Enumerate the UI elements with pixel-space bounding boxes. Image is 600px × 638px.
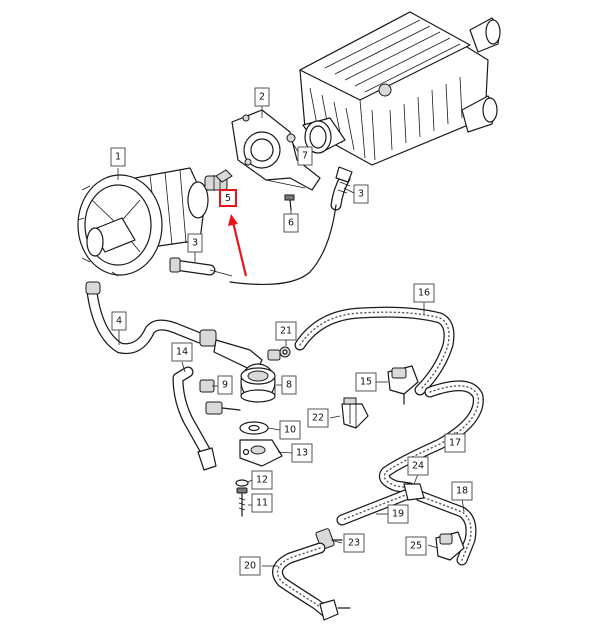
highlight-box: [219, 189, 237, 207]
label-2: 2: [259, 92, 265, 103]
label-6-box: 6: [283, 213, 299, 233]
pipe-14: [172, 366, 241, 471]
valve-25: [435, 531, 465, 561]
label-19: 19: [392, 509, 404, 520]
label-17-box: 17: [444, 433, 466, 453]
label-11: 11: [256, 498, 268, 509]
label-20-box: 20: [239, 556, 261, 576]
label-14: 14: [176, 347, 188, 358]
hose-4: [85, 281, 217, 355]
label-3a-box: 3: [353, 184, 369, 204]
pipe-connection: [229, 204, 337, 286]
label-16: 16: [418, 288, 430, 299]
valve-15: [387, 365, 419, 405]
air-filter-housing: [299, 11, 501, 166]
label-15-box: 15: [355, 372, 377, 392]
label-8-box: 8: [281, 375, 297, 395]
hose-17: [378, 380, 484, 494]
hose-3-lower: [169, 257, 233, 277]
label-18: 18: [456, 486, 468, 497]
label-1-box: 1: [110, 147, 126, 167]
connector-5: [215, 169, 233, 183]
label-4-box: 4: [111, 311, 127, 331]
label-3-upper: 3: [358, 189, 364, 200]
hose-18: [414, 490, 477, 566]
label-24: 24: [412, 461, 424, 472]
secondary-air-pump: [77, 167, 228, 277]
label-21-box: 21: [275, 321, 297, 341]
hose-3-upper: [330, 166, 353, 211]
label-11-box: 11: [251, 493, 273, 513]
label-23: 23: [348, 538, 360, 549]
label-10-box: 10: [279, 420, 301, 440]
label-23-box: 23: [343, 533, 365, 553]
label-19-box: 19: [387, 504, 409, 524]
label-12-box: 12: [251, 470, 273, 490]
label-24-box: 24: [407, 456, 429, 476]
washer-12: [235, 479, 249, 487]
mounting-bracket: [231, 109, 321, 191]
label-16-box: 16: [413, 283, 435, 303]
label-25-box: 25: [405, 536, 427, 556]
hose-20: [272, 542, 351, 621]
clip-22: [341, 397, 369, 429]
label-8: 8: [286, 380, 292, 391]
label-7-box: 7: [297, 146, 313, 166]
label-5: 5: [225, 193, 231, 204]
bolt-11: [236, 487, 248, 517]
label-9: 9: [222, 380, 228, 391]
label-18-box: 18: [451, 481, 473, 501]
label-25: 25: [410, 541, 422, 552]
label-10: 10: [284, 425, 296, 436]
label-2-box: 2: [254, 87, 270, 107]
label-20: 20: [244, 561, 256, 572]
label-3b-box: 3: [187, 233, 203, 253]
label-12: 12: [256, 475, 268, 486]
gasket-10: [239, 421, 269, 435]
screw-6: [284, 194, 295, 211]
label-3-lower: 3: [192, 238, 198, 249]
label-22: 22: [312, 413, 324, 424]
combination-valve: [213, 339, 281, 403]
nut-21: [279, 346, 291, 358]
label-21: 21: [280, 326, 292, 337]
label-14-box: 14: [171, 342, 193, 362]
label-7: 7: [302, 151, 308, 162]
flange-13: [239, 439, 283, 467]
hose-19: [336, 488, 414, 526]
hose-16: [294, 306, 455, 396]
label-22-box: 22: [307, 408, 329, 428]
t-piece-24: [403, 483, 425, 501]
highlight-arrow: [228, 214, 248, 277]
label-1: 1: [115, 152, 121, 163]
label-15: 15: [360, 377, 372, 388]
bolt-7: [286, 133, 296, 143]
label-4: 4: [116, 316, 122, 327]
label-17: 17: [449, 438, 461, 449]
label-13: 13: [296, 448, 308, 459]
label-6: 6: [288, 218, 294, 229]
callout-lines: [117, 106, 465, 567]
label-9-box: 9: [217, 375, 233, 395]
label-13-box: 13: [291, 443, 313, 463]
